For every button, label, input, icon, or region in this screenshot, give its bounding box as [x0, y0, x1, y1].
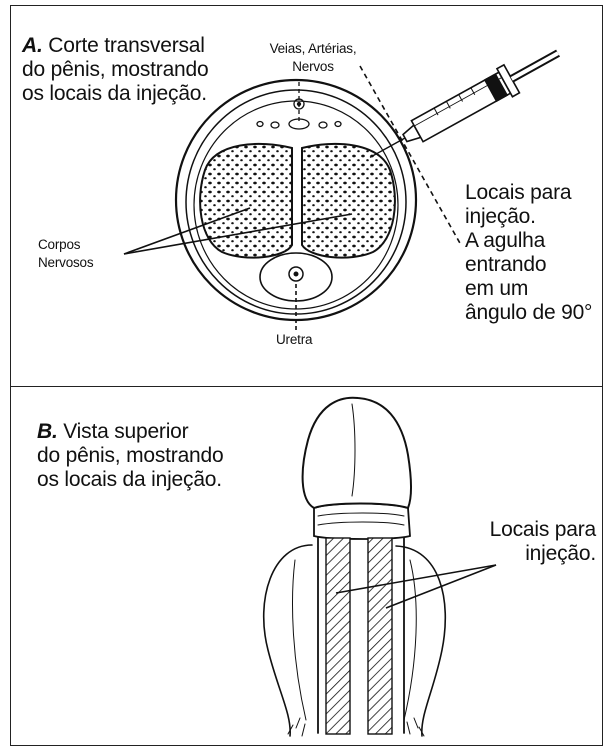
panel-b-letter: B.: [37, 420, 58, 443]
glans: [301, 396, 412, 510]
panel-a-title-line-3: os locais da injeção.: [22, 82, 207, 105]
panel-a-leaders: [123, 65, 462, 330]
vessels-label: Veias, Artérias, Nervos: [258, 40, 368, 76]
panel-a-title-line-1: Corte transversal: [48, 34, 205, 57]
sites-a-line-3: A agulha: [465, 229, 546, 252]
injection-sites-label-b: Locais para injeção.: [470, 518, 597, 566]
panel-b-title-line-3: os locais da injeção.: [37, 468, 222, 491]
vessels-label-line-2: Nervos: [292, 59, 334, 74]
right-corpus: [301, 143, 396, 259]
panel-b-title-line-2: do pênis, mostrando: [37, 444, 224, 467]
injection-zone-left: [325, 537, 351, 735]
sites-a-line-1: Locais para: [465, 181, 572, 204]
urethra-label: Uretra: [276, 332, 313, 347]
left-corpus: [199, 143, 293, 259]
top-view: [262, 396, 447, 737]
urethra: [288, 266, 304, 282]
corpora-label: Corpos Nervosos: [38, 236, 94, 272]
sites-b-line-2: injeção.: [525, 542, 596, 565]
sites-a-line-5: em um: [465, 277, 529, 300]
plunger-seal: [483, 73, 509, 103]
sites-a-line-4: entrando: [465, 253, 547, 276]
sites-a-line-6: ângulo de 90°: [465, 301, 593, 324]
panel-a-title-line-2: do pênis, mostrando: [22, 58, 209, 81]
sites-b-line-1: Locais para: [489, 518, 597, 541]
panel-b-leaders: [335, 564, 497, 609]
corpora-label-line-1: Corpos: [38, 237, 81, 252]
foreskin: [313, 502, 411, 540]
corpora-label-line-2: Nervosos: [38, 255, 94, 270]
panel-divider: [10, 386, 603, 387]
right-scrotum: [395, 545, 447, 737]
injection-sites-label-a: Locais para injeção. A agulha entrando e…: [465, 181, 592, 325]
needle: [369, 137, 406, 159]
panel-a-title: A. Corte transversal do pênis, mostrando…: [22, 34, 209, 106]
sites-a-line-2: injeção.: [465, 205, 536, 228]
injection-zone-right: [367, 537, 393, 735]
syringe: [369, 49, 560, 159]
panel-b-title: B. Vista superior do pênis, mostrando os…: [37, 420, 224, 492]
vessels-label-line-1: Veias, Artérias,: [269, 41, 357, 56]
left-scrotum: [262, 544, 313, 737]
panel-b-title-line-1: Vista superior: [63, 420, 189, 443]
panel-a-letter: A.: [22, 34, 43, 57]
